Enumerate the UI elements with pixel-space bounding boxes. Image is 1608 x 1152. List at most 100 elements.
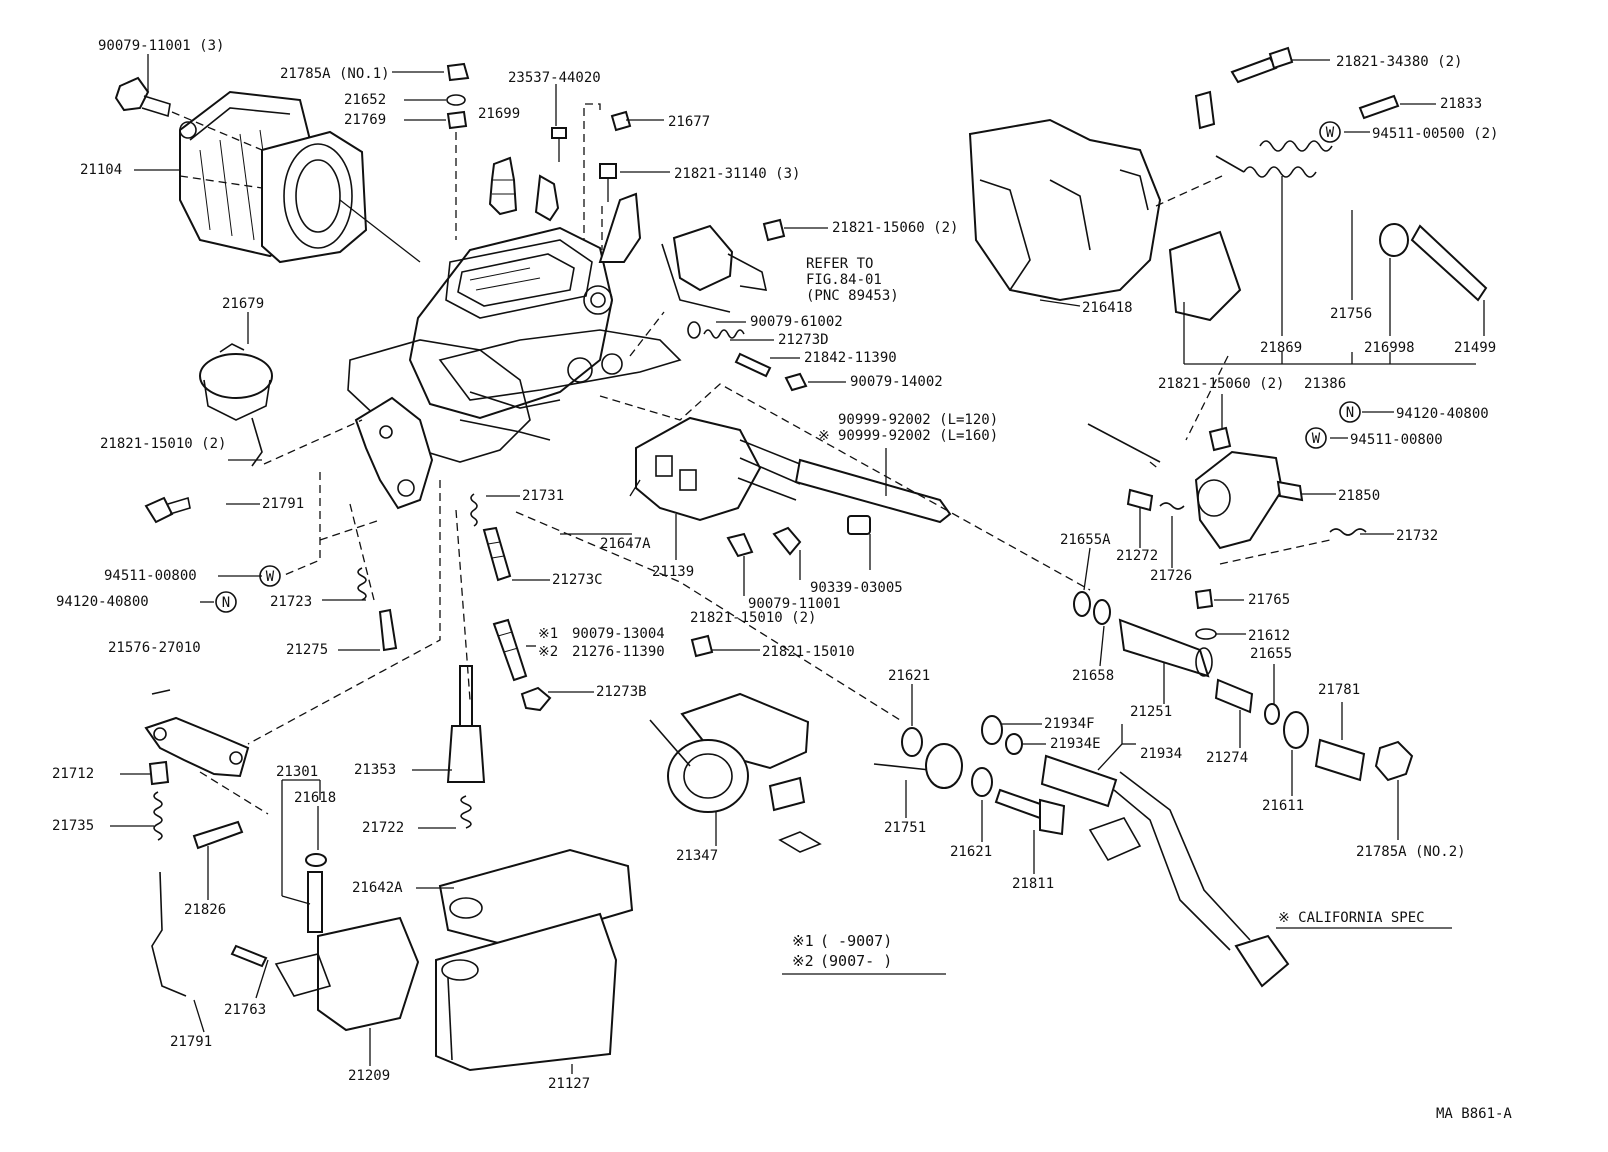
label-94511-00500-2: 94511-00500 (2): [1372, 126, 1498, 142]
footnote-2-mark: ※2: [792, 952, 814, 970]
lever-right-mid: [1087, 423, 1284, 550]
screw-21821-15060-top: [762, 218, 786, 242]
pin-21763: [230, 944, 268, 968]
label-90079-13004: 90079-13004: [572, 626, 665, 642]
label-21274: 21274: [1206, 750, 1248, 766]
label-21621-bottom: 21621: [950, 844, 992, 860]
footnote-1-range: ( -9007): [820, 932, 892, 950]
label-21712: 21712: [52, 766, 94, 782]
lever-cover-216418: [968, 118, 1242, 322]
label-21642a: 21642A: [352, 880, 403, 896]
rod-21499: [1410, 224, 1488, 302]
screw-23537-44020: [551, 127, 567, 162]
label-hose-l160: 90999-92002 (L=160): [838, 428, 998, 444]
screw-21275: [378, 608, 398, 652]
governor-plate: [635, 416, 801, 522]
pin-21842-11390: [734, 352, 772, 378]
label-21347: 21347: [676, 848, 718, 864]
label-21655a: 21655A: [1060, 532, 1111, 548]
screw-21273C: [482, 526, 512, 582]
label-21127: 21127: [548, 1076, 590, 1092]
solenoid-valve: [661, 224, 768, 313]
part-labels: 90079-11001 (3) 21785A (NO.1) 21652 2176…: [52, 38, 1498, 1092]
label-21301: 21301: [276, 764, 318, 780]
shaft-21301: [305, 853, 327, 933]
sector-plate: [354, 396, 434, 510]
label-21272: 21272: [1116, 548, 1158, 564]
label-21276-11390: 21276-11390: [572, 644, 665, 660]
label-21811: 21811: [1012, 876, 1054, 892]
label-21647a: 21647A: [600, 536, 651, 552]
label-21353: 21353: [354, 762, 396, 778]
label-21763: 21763: [224, 1002, 266, 1018]
label-21826: 21826: [184, 902, 226, 918]
plug-stack: [446, 62, 470, 130]
housing-21127: [435, 912, 618, 1072]
adjusting-screw: [492, 618, 528, 682]
label-21209: 21209: [348, 1068, 390, 1084]
label-21652: 21652: [344, 92, 386, 108]
label-21677: 21677: [668, 114, 710, 130]
spring-21735: [153, 791, 163, 841]
label-21621-top: 21621: [888, 668, 930, 684]
label-90079-11001-3: 90079-11001 (3): [98, 38, 224, 54]
bolt-21811: [994, 788, 1066, 836]
solenoid-21347: [649, 692, 822, 853]
bolt-21826: [192, 820, 244, 850]
label-21499: 21499: [1454, 340, 1496, 356]
washer-mark-left: [259, 565, 281, 587]
label-fig-84-01: FIG.84-01: [806, 272, 882, 288]
label-21273d: 21273D: [778, 332, 829, 348]
bolt-90079-11001: [114, 76, 171, 118]
collar-216998: [1379, 223, 1409, 257]
bolts-center: [726, 526, 802, 558]
brackets: [534, 110, 642, 263]
california-spec-note: ※ CALIFORNIA SPEC: [1278, 910, 1425, 926]
spring-21722: [460, 795, 472, 829]
sleeve-21251: [1118, 618, 1213, 678]
note2-mark: ※2: [538, 644, 558, 660]
sensor-21934: [981, 715, 1290, 988]
label-21386: 21386: [1304, 376, 1346, 392]
label-21756: 21756: [1330, 306, 1372, 322]
label-21273b: 21273B: [596, 684, 647, 700]
label-21765: 21765: [1248, 592, 1290, 608]
pump-housing: [347, 226, 682, 463]
bolt-21821-15060-right: [1208, 426, 1232, 452]
drive-motor: [179, 90, 421, 264]
label-216418: 216418: [1082, 300, 1133, 316]
footnote-2-range: (9007- ): [820, 952, 892, 970]
label-hose-l120: 90999-92002 (L=120): [838, 412, 998, 428]
footnote-legend: ※1 ( -9007) ※2 (9007- ): [782, 932, 946, 975]
rubber-cap-21699: [488, 156, 518, 216]
washer-21621-top: [901, 727, 923, 757]
label-21821-34380-2: 21821-34380 (2): [1336, 54, 1462, 70]
label-94120-40800-left: 94120-40800: [56, 594, 149, 610]
screw-21765: [1194, 588, 1214, 610]
washer-21658: [1093, 599, 1111, 625]
nut-21273B: [520, 686, 552, 712]
nut-mark-left-text: N: [222, 595, 230, 611]
label-21934f: 21934F: [1044, 716, 1095, 732]
spring-21723: [357, 567, 367, 601]
rod-left: [151, 871, 187, 997]
label-21618: 21618: [294, 790, 336, 806]
bolts-top-right: [1194, 46, 1400, 130]
valve-21781: [1314, 738, 1366, 782]
label-90079-61002: 90079-61002: [750, 314, 843, 330]
label-21850: 21850: [1338, 488, 1380, 504]
bolt-21821-15010: [690, 634, 714, 658]
label-21821-15060-2: 21821-15060 (2): [832, 220, 958, 236]
label-21934: 21934: [1140, 746, 1182, 762]
label-94511-00800-right: 94511-00800: [1350, 432, 1443, 448]
washer-21611: [1283, 711, 1309, 749]
footnote-1-mark: ※1: [792, 932, 814, 950]
sleeve-21274: [1214, 678, 1254, 714]
label-21821-15010-2-left: 21821-15010 (2): [100, 436, 226, 452]
washer-mark-top-right: [1319, 121, 1341, 143]
reference-marks: ※ ※1 ※2: [538, 428, 830, 660]
oring-21655: [1264, 703, 1280, 725]
lever-assembly: [144, 689, 250, 778]
label-90079-14002: 90079-14002: [850, 374, 943, 390]
